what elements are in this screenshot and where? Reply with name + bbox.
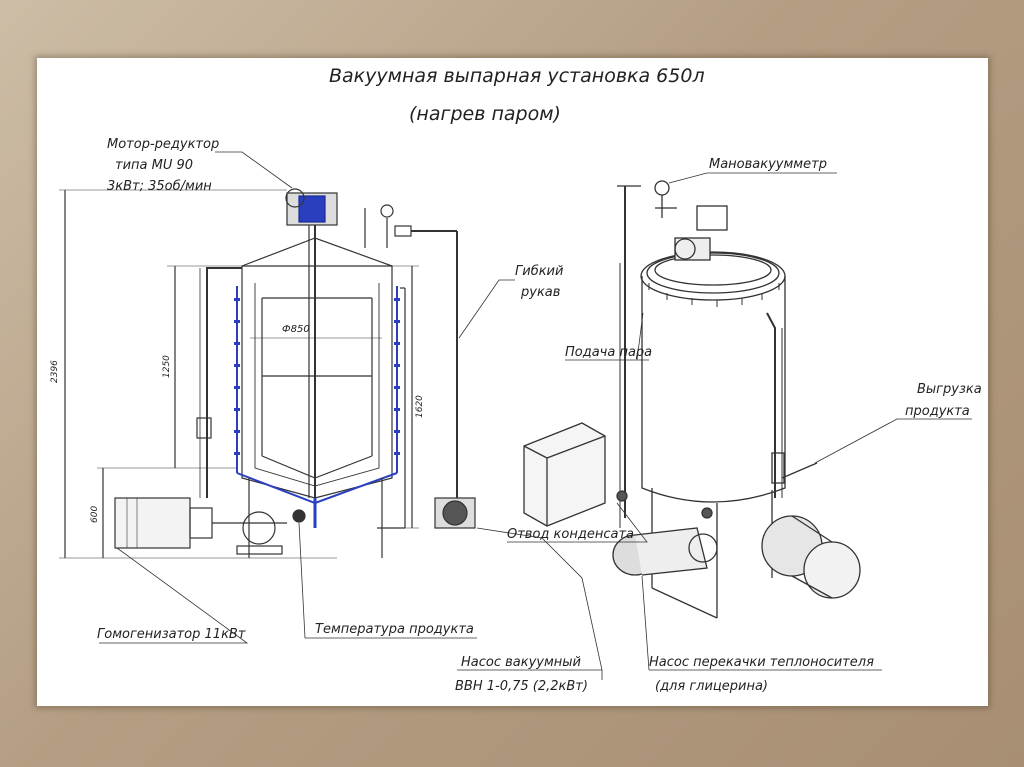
section-view <box>59 188 476 559</box>
manovacuum-label: Мановакуумметр <box>709 157 827 172</box>
title-line-1: Вакуумная выпарная установка 650л <box>329 65 705 87</box>
dim-inner-height: 1620 <box>415 395 425 418</box>
coolant-pump-label-1: Насос перекачки теплоносителя <box>649 655 874 670</box>
vacuum-pump-label-1: Насос вакуумный <box>461 655 581 670</box>
coolant-pump <box>634 527 708 576</box>
title-line-2: (нагрев паром) <box>409 103 561 125</box>
steam-supply-label: Подача пара <box>565 345 652 360</box>
steam-jacket <box>236 286 398 505</box>
evaporator-drawing: Вакуумная выпарная установка 650л (нагре… <box>50 65 982 694</box>
motor-label-2: типа MU 90 <box>115 158 193 173</box>
discharge-leader <box>814 418 972 464</box>
vacuum-pump-label-2: ВВН 1-0,75 (2,2кВт) <box>455 679 588 694</box>
isometric-view <box>523 180 861 619</box>
hose-label-2: рукав <box>520 285 560 300</box>
dim-wall-height: 1250 <box>162 355 172 378</box>
condensate-leader <box>507 502 648 543</box>
product-temp-leader <box>298 522 477 639</box>
homogenizer-leader <box>99 547 249 644</box>
hose-label-1: Гибкий <box>515 264 563 279</box>
dim-leg-height: 600 <box>90 506 100 523</box>
iso-vessel-body <box>641 276 786 503</box>
motor-label-3: 3кВт; 35об/мин <box>107 179 212 194</box>
coolant-pump-leader <box>641 575 882 671</box>
manovacuum-gauge <box>654 180 670 196</box>
drawing-sheet: Вакуумная выпарная установка 650л (нагре… <box>37 58 988 706</box>
product-temp-label: Температура продукта <box>315 622 474 637</box>
homogenizer-label: Гомогенизатор 11кВт <box>97 627 246 642</box>
dim-diameter: Ф850 <box>282 324 310 335</box>
vessel-lid <box>241 237 393 267</box>
manovacuum-leader <box>668 172 837 184</box>
control-box <box>523 422 606 527</box>
motor-leader <box>215 151 293 189</box>
dim-total-height: 2396 <box>50 360 60 383</box>
vessel-shell <box>241 265 393 499</box>
motor-label-1: Мотор-редуктор <box>107 137 219 152</box>
coolant-pump-label-2: (для глицерина) <box>655 679 768 694</box>
vacuum-pump-leader <box>457 527 603 680</box>
homogenizer <box>114 497 191 549</box>
steam-supply-leader <box>565 312 649 361</box>
condensate-label: Отвод конденсата <box>507 527 634 542</box>
hose-leader <box>458 279 515 339</box>
iso-motor <box>674 237 711 261</box>
discharge-label-2: продукта <box>905 404 970 419</box>
discharge-label-1: Выгрузка <box>917 382 982 397</box>
